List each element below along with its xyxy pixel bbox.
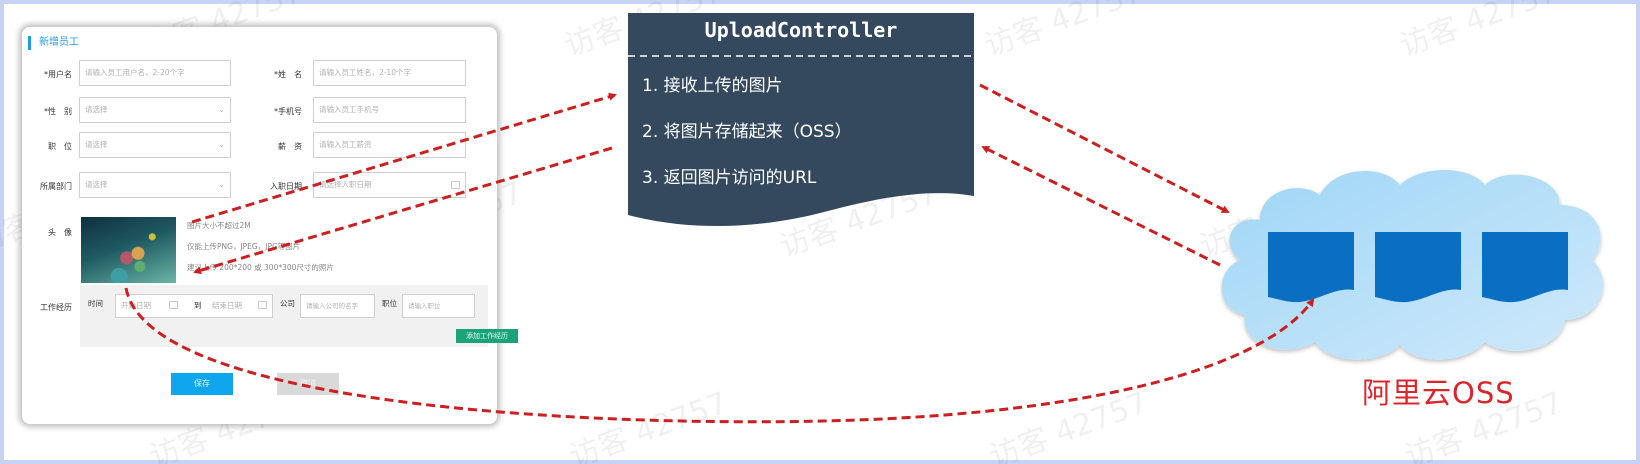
cancel-button[interactable]: 取消 (277, 373, 339, 395)
phone-input[interactable]: 请输入员工手机号 (313, 97, 466, 123)
avatar-tip: 仅能上传PNG，JPEG，JPG等图片 (187, 242, 301, 251)
form-title: 新增员工 (28, 36, 79, 50)
position-select-placeholder: 请选择 (85, 140, 108, 149)
company-input[interactable]: 请输入公司的名字 (300, 294, 375, 318)
date-range-picker[interactable]: 开始日期 到 结束日期 (115, 294, 273, 318)
department-label: 所属部门 (40, 182, 72, 191)
cloud-icon (1221, 170, 1604, 360)
end-date-placeholder: 结束日期 (212, 301, 242, 310)
controller-step: 2. 将图片存储起来（OSS） (642, 122, 852, 142)
salary-label: 薪 资 (278, 142, 302, 151)
avatar-label: 头 像 (48, 228, 72, 237)
controller-step: 3. 返回图片访问的URL (642, 168, 817, 188)
hire-date-picker[interactable]: 请选择入职日期 (313, 172, 466, 198)
avatar-tip: 建议上传 200*200 或 300*300尺寸的照片 (187, 263, 334, 272)
avatar-tip: 图片大小不超过2M (187, 221, 251, 230)
name-input[interactable]: 请输入员工姓名，2-10个字 (313, 60, 466, 86)
job-position-input[interactable]: 请输入职位 (402, 294, 475, 318)
time-label: 时间 (88, 299, 103, 308)
username-input[interactable]: 请输入员工用户名，2-20个字 (79, 60, 231, 86)
position-select[interactable]: 请选择 ⌄ (79, 132, 231, 158)
oss-label: 阿里云OSS (1362, 376, 1515, 410)
hire-date-placeholder: 请选择入职日期 (319, 180, 372, 189)
save-button[interactable]: 保存 (171, 373, 233, 395)
chevron-down-icon: ⌄ (218, 140, 225, 149)
start-date-placeholder: 开始日期 (121, 301, 151, 310)
phone-label: *手机号 (274, 107, 302, 116)
to-label: 到 (194, 301, 202, 310)
calendar-icon (169, 301, 178, 309)
gender-select[interactable]: 请选择 ⌄ (79, 97, 231, 123)
gender-label: *性 别 (44, 107, 72, 116)
work-history-label: 工作经历 (40, 303, 72, 312)
avatar-image-upload[interactable] (81, 217, 176, 283)
chevron-down-icon: ⌄ (218, 180, 225, 189)
gender-select-placeholder: 请选择 (85, 105, 108, 114)
oss-cloud (1220, 160, 1612, 372)
controller-shape (628, 13, 974, 227)
calendar-icon (258, 301, 267, 309)
department-select[interactable]: 请选择 ⌄ (79, 172, 231, 198)
department-select-placeholder: 请选择 (85, 180, 108, 189)
chevron-down-icon: ⌄ (218, 105, 225, 114)
controller-step: 1. 接收上传的图片 (642, 76, 783, 96)
job-position-label: 职位 (382, 299, 397, 308)
position-label: 职 位 (48, 142, 72, 151)
upload-controller-box: UploadController 1. 接收上传的图片 2. 将图片存储起来（O… (628, 13, 974, 233)
company-label: 公司 (280, 299, 295, 308)
username-label: *用户名 (44, 70, 72, 79)
salary-input[interactable]: 请输入员工薪资 (313, 132, 466, 158)
calendar-icon (451, 181, 460, 189)
hire-date-label: 入职日期 (270, 182, 302, 191)
name-label: *姓 名 (274, 70, 302, 79)
add-employee-form: 新增员工 *用户名 请输入员工用户名，2-20个字 *姓 名 请输入员工姓名，2… (22, 27, 518, 424)
controller-title: UploadController (704, 18, 898, 42)
add-work-history-button[interactable]: 添加工作经历 (456, 329, 518, 343)
work-history-panel: 时间 开始日期 到 结束日期 公司 请输入公司的名字 职位 请输入职位 添加工作… (80, 285, 518, 347)
